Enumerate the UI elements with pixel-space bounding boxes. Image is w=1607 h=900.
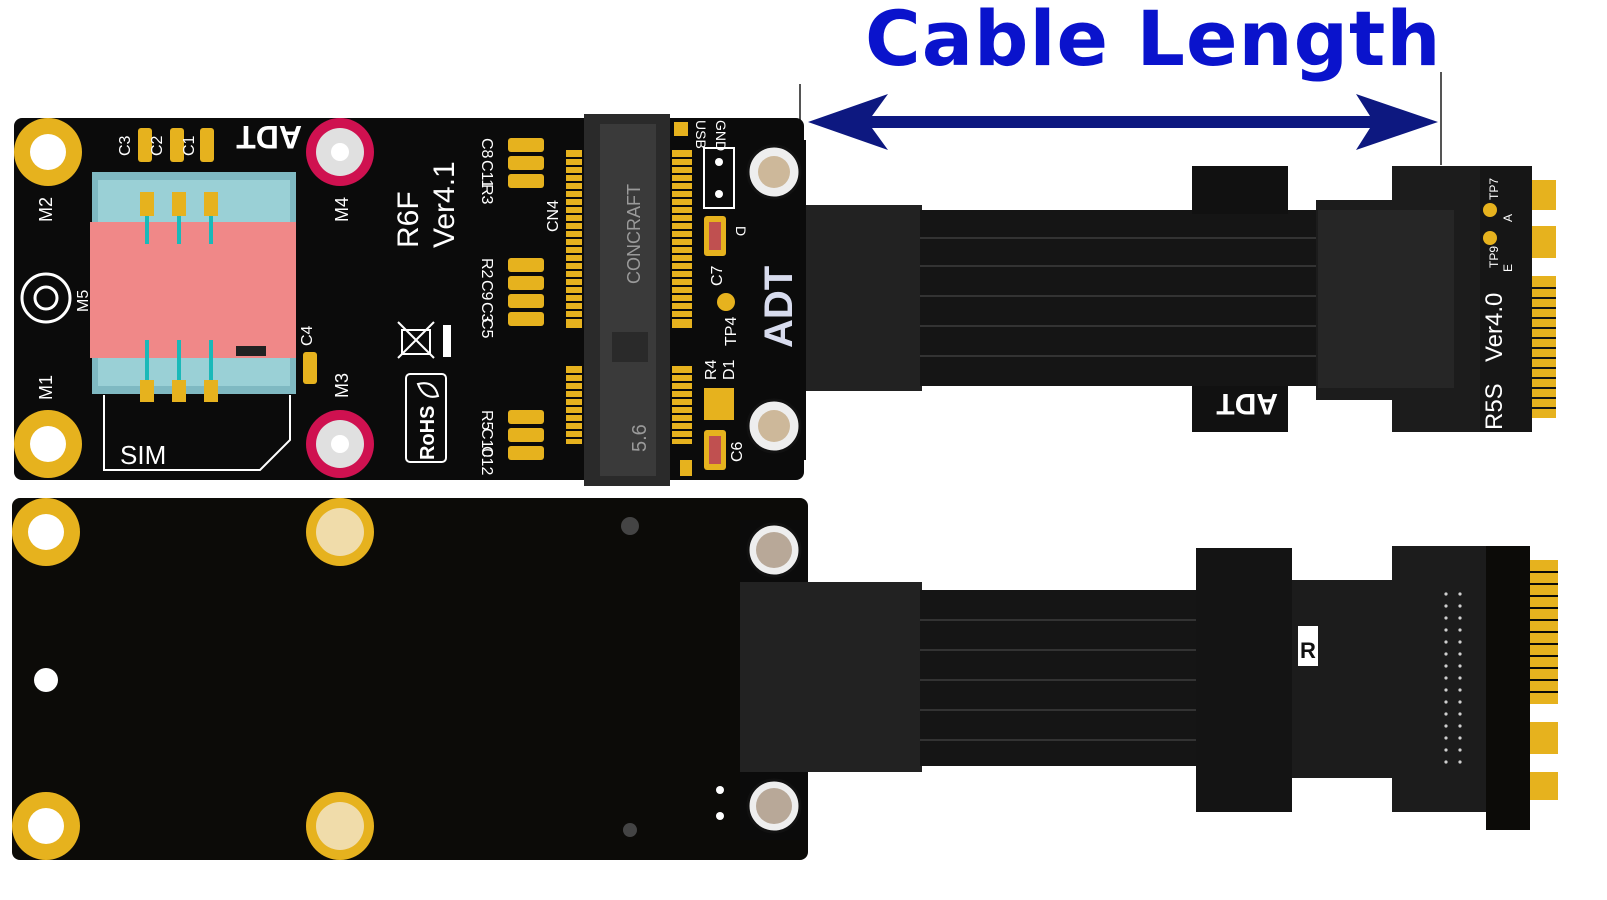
test-point-tp4 xyxy=(717,293,735,311)
connector-size-label: 5.6 xyxy=(629,424,651,452)
mounting-hole-m2 xyxy=(14,118,82,186)
ref-d1: D1 xyxy=(721,359,738,380)
cable-brand-tab: ADT xyxy=(1216,387,1278,420)
ref-tp4: TP4 xyxy=(723,317,740,346)
flex-cable-top xyxy=(806,166,1480,432)
rohs-leaf-icon xyxy=(405,373,447,463)
ref-c8: C8 xyxy=(478,138,495,159)
ref-c3b: C3 xyxy=(478,302,495,323)
m2-edge-bottom xyxy=(1486,546,1558,830)
m2-socket-cn4 xyxy=(566,114,692,486)
ref-m5: M5 xyxy=(75,290,92,312)
top-assembly: ADT R6F Ver4.1 SIM CONCRAFT 5.6 RoHS C3 … xyxy=(14,114,1556,486)
ref-r2: R2 xyxy=(478,258,495,279)
cable-brand-vertical: ADT xyxy=(757,266,801,348)
ref-c3: C3 xyxy=(117,135,134,156)
ref-c2: C2 xyxy=(149,135,166,156)
ref-m2: M2 xyxy=(36,197,56,222)
m2-edge-top xyxy=(1480,166,1556,432)
ref-c9: C9 xyxy=(478,280,495,301)
ref-m3: M3 xyxy=(332,373,352,398)
mounting-hole-bl2 xyxy=(12,792,80,860)
key-a-label: A xyxy=(1501,214,1515,222)
bottom-assembly: R xyxy=(12,498,1558,860)
mounting-hole-m4 xyxy=(306,118,374,186)
mounting-hole-bl xyxy=(12,498,80,566)
ref-r4: R4 xyxy=(703,359,720,380)
ref-tp7: TP7 xyxy=(1487,178,1501,200)
connector-brand-label: CONCRAFT xyxy=(624,184,644,284)
bottom-partial-label: R xyxy=(1300,638,1316,663)
mounting-hole-m1 xyxy=(14,410,82,478)
rohs-label: RoHS xyxy=(417,406,439,460)
ref-tp9: TP9 xyxy=(1487,246,1501,268)
ref-gnd: GND xyxy=(713,120,729,151)
board-model-label: R6F xyxy=(392,191,425,248)
ref-d: D xyxy=(733,226,749,236)
weee-bin-icon xyxy=(397,321,451,359)
ref-c7: C7 xyxy=(709,265,726,286)
mounting-hole-m3 xyxy=(306,410,374,478)
board-brand-label: ADT xyxy=(236,119,302,155)
flex-cable-bottom: R xyxy=(740,546,1490,812)
ref-c4: C4 xyxy=(299,325,316,346)
key-e-label: E xyxy=(1501,264,1515,272)
mounting-hole-br2 xyxy=(306,792,374,860)
mounting-hole-br xyxy=(306,498,374,566)
cable-length-title: Cable Length xyxy=(865,0,1442,83)
mounting-hole-m5 xyxy=(20,272,72,324)
capacitors-c1-c3 xyxy=(138,128,214,162)
ref-m4: M4 xyxy=(332,197,352,222)
passives-group-1 xyxy=(508,138,544,460)
ref-r5: R5 xyxy=(478,410,495,431)
ref-c10: C10 xyxy=(478,428,495,457)
ref-c5: C5 xyxy=(478,318,495,339)
m2-model-label: R5S xyxy=(1481,383,1508,430)
m2-version-label: Ver4.0 xyxy=(1481,293,1508,362)
sim-slot xyxy=(90,172,296,471)
board-version-label: Ver4.1 xyxy=(428,161,461,248)
ref-c6: C6 xyxy=(729,441,746,462)
jumper-header xyxy=(703,147,735,209)
dimension-arrow xyxy=(799,72,1442,165)
ref-cn4: CN4 xyxy=(545,200,562,232)
adapter-board-bottom xyxy=(12,498,808,860)
ref-c11: C11 xyxy=(478,160,495,188)
ref-c12: C12 xyxy=(478,446,495,475)
ref-m1: M1 xyxy=(36,375,56,400)
ref-r3: R3 xyxy=(478,184,495,205)
ref-usb: USB xyxy=(693,120,709,149)
sim-label: SIM xyxy=(120,440,166,470)
ref-c1: C1 xyxy=(181,135,198,156)
capacitor-c4 xyxy=(303,352,317,384)
